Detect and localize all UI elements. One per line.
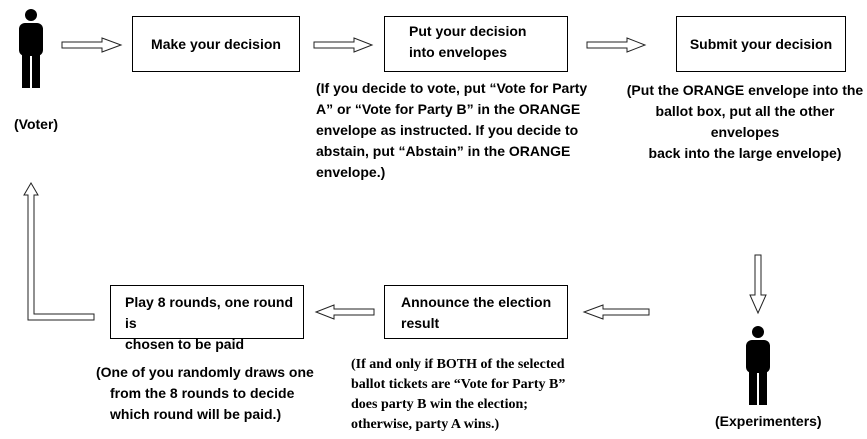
envelopes-note-line: envelope as instructed. If you decide to [316,122,579,138]
submit-note-line: ballot box, put all the other envelopes [655,103,835,140]
announce-note-line: ballot tickets are “Vote for Party B” [351,377,566,392]
experimenters-label: (Experimenters) [715,413,822,429]
voter-label: (Voter) [14,116,59,132]
submit-note-line: back into the large envelope) [648,145,842,161]
put-decision-label-line1: Put your decision [409,23,527,39]
announce-result-box: Announce the election result [384,285,568,339]
envelopes-note-line: abstain, put “Abstain” in the ORANGE [316,143,571,159]
submit-decision-label: Submit your decision [689,35,833,52]
arrow-decision-to-envelopes [313,37,374,53]
play-note-line: which round will be paid.) [110,406,282,422]
make-decision-box: Make your decision [132,16,300,72]
submit-note-line: (Put the ORANGE envelope into the [626,82,864,98]
envelopes-note: (If you decide to vote, put “Vote for Pa… [316,78,587,183]
arrow-announce-to-play [314,304,375,320]
put-decision-label-line2: into envelopes [409,44,508,60]
play-note-line: from the 8 rounds to decide [110,385,295,401]
envelopes-note-line: envelope.) [316,164,386,180]
experimenters-person-icon [746,326,770,405]
submit-note: (Put the ORANGE envelope into the ballot… [626,80,864,164]
make-decision-label: Make your decision [151,35,281,52]
envelopes-note-line: A” or “Vote for Party B” in the ORANGE [316,101,581,117]
announce-label-line2: result [401,315,440,331]
announce-note-line: (If and only if BOTH of the selected [351,357,565,372]
announce-label-line1: Announce the election [401,294,552,310]
play-label-line1: Play 8 rounds, one round is [125,294,294,331]
arrow-experimenters-to-announce [582,304,650,320]
play-rounds-box: Play 8 rounds, one round is chosen to be… [110,285,304,352]
return-arrow [23,182,95,321]
play-label-line2: chosen to be paid [125,336,245,352]
play-note: (One of you randomly draws one from the … [96,362,314,425]
submit-decision-box: Submit your decision [676,16,846,72]
put-decision-box: Put your decision into envelopes [384,16,568,72]
announce-note: (If and only if BOTH of the selected bal… [351,355,565,435]
announce-note-line: otherwise, party A wins.) [351,417,500,432]
arrow-down-to-experimenters [749,254,767,315]
arrow-voter-to-decision [61,37,123,53]
announce-note-line: does party B win the election; [351,397,528,412]
envelopes-note-line: (If you decide to vote, put “Vote for Pa… [316,80,588,96]
voter-person-icon [19,9,43,88]
play-note-line: (One of you randomly draws one [96,364,314,380]
arrow-envelopes-to-submit [586,37,647,53]
